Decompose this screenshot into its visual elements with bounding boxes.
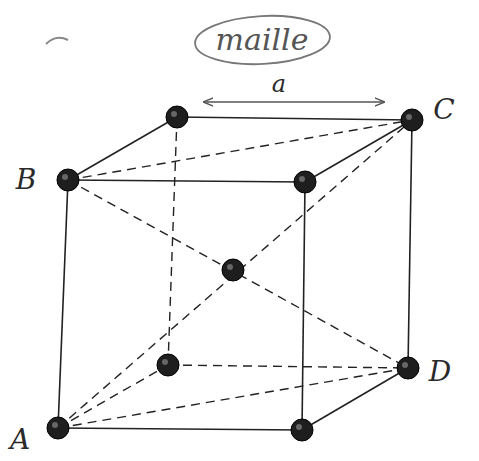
atom-shading bbox=[52, 111, 412, 430]
cell-name: maille bbox=[216, 25, 309, 55]
stray-mark bbox=[46, 38, 68, 44]
atom-letter: A bbox=[10, 426, 30, 454]
title-ellipse: maille bbox=[194, 15, 331, 65]
atom-letter: C bbox=[433, 96, 454, 124]
hidden-and-diagonal-lines bbox=[58, 117, 412, 428]
cell-edges bbox=[58, 117, 412, 430]
atom-letter: B bbox=[16, 166, 37, 194]
dimension-label: a bbox=[272, 72, 286, 96]
atoms bbox=[47, 106, 423, 441]
dimension-arrow bbox=[204, 101, 384, 103]
atom-letter: D bbox=[429, 358, 451, 386]
